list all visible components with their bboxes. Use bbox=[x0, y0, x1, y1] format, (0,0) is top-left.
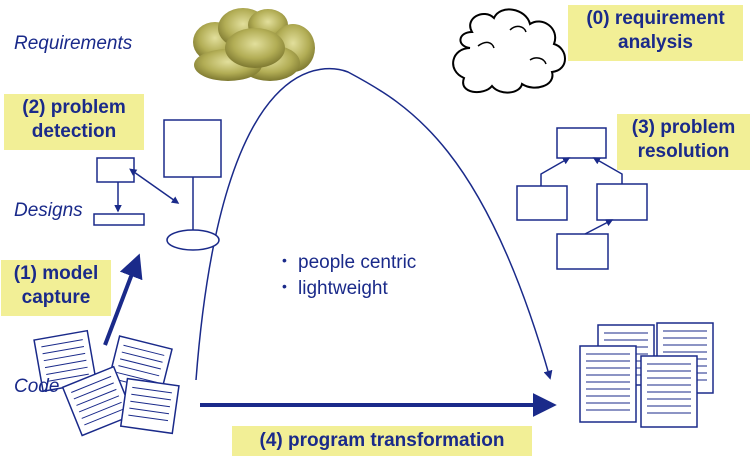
step0-callout: (0) requirement analysis bbox=[568, 5, 743, 61]
resolved-design-model bbox=[516, 127, 648, 270]
model-capture-arrow bbox=[103, 253, 143, 346]
target-code-pages-icon bbox=[579, 322, 714, 428]
step2-callout: (2) problem detection bbox=[4, 94, 144, 150]
shaded-cloud-icon bbox=[193, 8, 315, 81]
source-code-pages-icon bbox=[33, 329, 180, 437]
designs-level-label: Designs bbox=[14, 200, 83, 221]
step3-callout: (3) problem resolution bbox=[617, 114, 750, 170]
code-level-label: Code bbox=[14, 376, 60, 397]
requirements-level-label: Requirements bbox=[14, 33, 133, 54]
detected-design-model bbox=[93, 119, 222, 251]
characteristics-list: people centric lightweight bbox=[282, 247, 416, 302]
step4-callout: (4) program transformation bbox=[232, 426, 532, 456]
reengineering-arc bbox=[195, 67, 553, 381]
outline-cloud-icon bbox=[452, 8, 566, 94]
bullet-people-centric: people centric bbox=[282, 247, 416, 276]
bullet-lightweight: lightweight bbox=[282, 273, 416, 302]
step1-callout: (1) model capture bbox=[1, 260, 111, 316]
